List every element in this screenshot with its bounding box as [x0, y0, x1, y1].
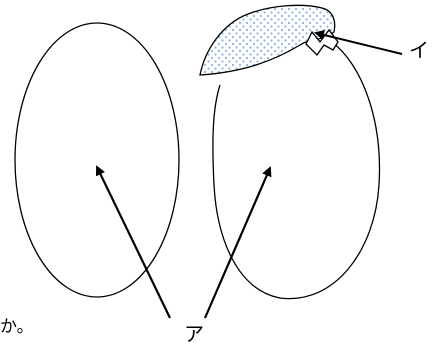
- arrow-to-left-oval: [95, 165, 171, 319]
- fragment-text: か。: [0, 317, 34, 337]
- dotted-region: [199, 4, 336, 76]
- right-oval: [212, 41, 381, 300]
- arrow-to-notch: [314, 30, 403, 55]
- arrow-to-right-oval: [203, 166, 272, 319]
- left-oval: [14, 22, 180, 298]
- label-a: ア: [184, 322, 204, 346]
- label-i: イ: [409, 38, 429, 62]
